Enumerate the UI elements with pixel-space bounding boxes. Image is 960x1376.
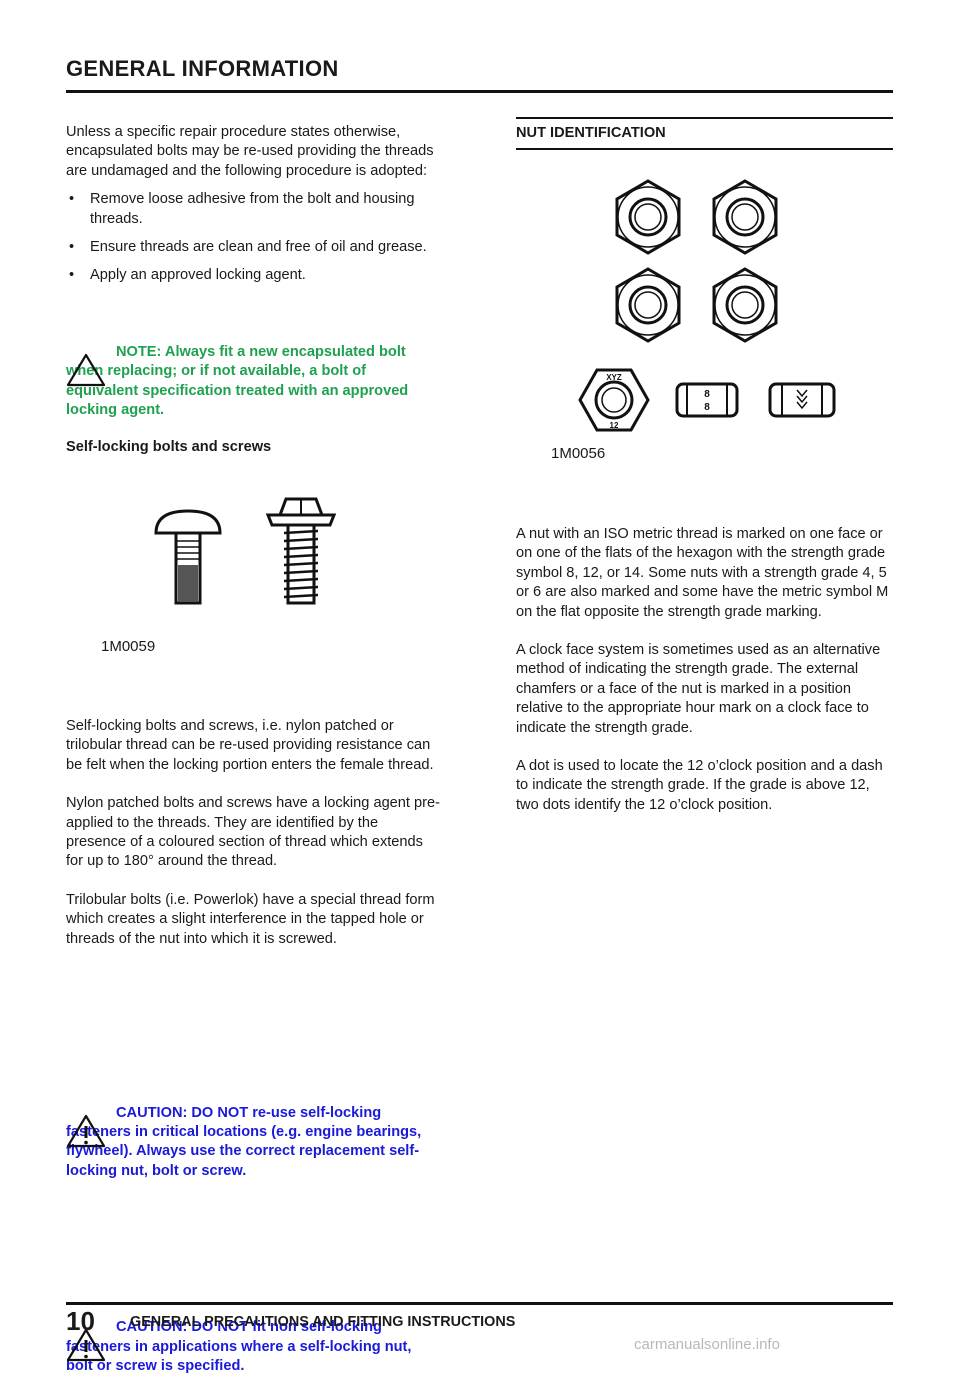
self-locking-heading: Self-locking bolts and screws: [66, 439, 272, 455]
figure-label-bolts: 1M0059: [101, 638, 156, 655]
bullet-text: Apply an approved locking agent.: [90, 267, 306, 284]
footer-rule: [66, 1302, 893, 1305]
self-locking-paragraphs: Self-locking bolts and screws, i.e. nylo…: [66, 717, 441, 949]
nut-mark-bottom: 12: [610, 421, 619, 430]
note-triangle-icon: [66, 353, 106, 387]
nut-flat-digit: 8: [704, 402, 710, 413]
paragraph: A clock face system is sometimes used as…: [516, 642, 881, 736]
nut-mark-top: XYZ: [606, 373, 622, 382]
nut-paragraphs: A nut with an ISO metric thread is marke…: [516, 525, 894, 815]
nut-identification-heading: NUT IDENTIFICATION: [516, 125, 666, 141]
section-rule: [516, 148, 893, 150]
note-box: NOTE: Always fit a new encapsulated bolt…: [66, 343, 441, 421]
self-locking-bolts-figure: [154, 497, 337, 605]
nut-flat-digit: 8: [704, 389, 710, 400]
caution-triangle-icon: [66, 1114, 106, 1147]
bullet-symbol: •: [69, 239, 75, 256]
paragraph: Trilobular bolts (i.e. Powerlok) have a …: [66, 891, 435, 947]
caution-box: CAUTION: DO NOT re-use self-locking fast…: [66, 1104, 441, 1182]
nut-identification-figure: XYZ 12 8 8: [578, 179, 836, 432]
caution-text: CAUTION: DO NOT re-use self-locking fast…: [66, 1104, 422, 1179]
figure-label-nuts: 1M0056: [551, 445, 606, 462]
left-intro: Unless a specific repair procedure state…: [66, 123, 441, 286]
bullet-item: • Apply an approved locking agent.: [66, 266, 441, 285]
bullet-item: • Remove loose adhesive from the bolt an…: [66, 190, 441, 229]
paragraph: A nut with an ISO metric thread is marke…: [516, 526, 889, 620]
bullet-text: Ensure threads are clean and free of oil…: [90, 239, 427, 256]
paragraph: A dot is used to locate the 12 o’clock p…: [516, 758, 883, 813]
page-number: 10: [66, 1306, 95, 1336]
note-text: NOTE: Always fit a new encapsulated bolt…: [66, 344, 409, 419]
page-title: GENERAL INFORMATION: [66, 56, 339, 81]
intro-paragraph: Unless a specific repair procedure state…: [66, 124, 434, 179]
bullet-symbol: •: [69, 267, 75, 284]
bullet-text: Remove loose adhesive from the bolt and …: [90, 191, 415, 227]
paragraph: Nylon patched bolts and screws have a lo…: [66, 795, 440, 870]
header-rule: [66, 90, 893, 93]
bullet-item: • Ensure threads are clean and free of o…: [66, 238, 441, 257]
watermark: carmanualsonline.info: [634, 1336, 780, 1353]
paragraph: Self-locking bolts and screws, i.e. nylo…: [66, 718, 434, 773]
bullet-symbol: •: [69, 191, 75, 208]
section-rule: [516, 117, 893, 119]
footer-section-title: GENERAL PRECAUTIONS AND FITTING INSTRUCT…: [130, 1314, 516, 1330]
